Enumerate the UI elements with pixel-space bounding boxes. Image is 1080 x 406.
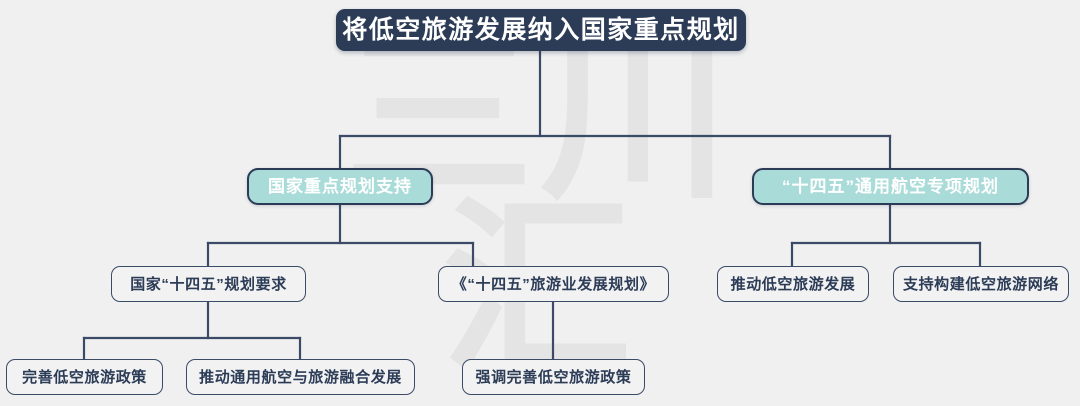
node-l3-a-label: 完善低空旅游政策 — [22, 368, 147, 386]
node-branch-14th-five-year-general-aviation-plan[interactable]: “十四五”通用航空专项规划 — [752, 168, 1029, 205]
node-national-14th-five-year-plan-requirements[interactable]: 国家“十四五”规划要求 — [111, 266, 306, 302]
node-branch-2-label: “十四五”通用航空专项规划 — [782, 177, 999, 196]
node-root-label: 将低空旅游发展纳入国家重点规划 — [342, 15, 740, 44]
node-l2-c-label: 推动低空旅游发展 — [730, 275, 856, 293]
node-promote-general-aviation-tourism-integration[interactable]: 推动通用航空与旅游融合发展 — [186, 359, 415, 395]
node-emphasize-improving-low-altitude-tourism-policy[interactable]: 强调完善低空旅游政策 — [462, 359, 645, 395]
node-l2-d-label: 支持构建低空旅游网络 — [902, 275, 1059, 293]
node-l2-b-label: 《“十四五”旅游业发展规划》 — [451, 275, 656, 293]
node-improve-low-altitude-tourism-policy[interactable]: 完善低空旅游政策 — [6, 359, 163, 395]
node-l3-c-label: 强调完善低空旅游政策 — [475, 368, 632, 386]
node-branch-1-label: 国家重点规划支持 — [268, 177, 412, 196]
node-root[interactable]: 将低空旅游发展纳入国家重点规划 — [336, 9, 746, 51]
node-l2-a-label: 国家“十四五”规划要求 — [130, 275, 287, 293]
node-branch-national-key-plan-support[interactable]: 国家重点规划支持 — [247, 168, 433, 205]
node-promote-low-altitude-tourism-development[interactable]: 推动低空旅游发展 — [717, 266, 869, 302]
node-l3-b-label: 推动通用航空与旅游融合发展 — [199, 368, 402, 386]
node-support-low-altitude-tourism-network[interactable]: 支持构建低空旅游网络 — [893, 266, 1069, 302]
node-14th-five-year-tourism-development-plan[interactable]: 《“十四五”旅游业发展规划》 — [438, 266, 669, 302]
